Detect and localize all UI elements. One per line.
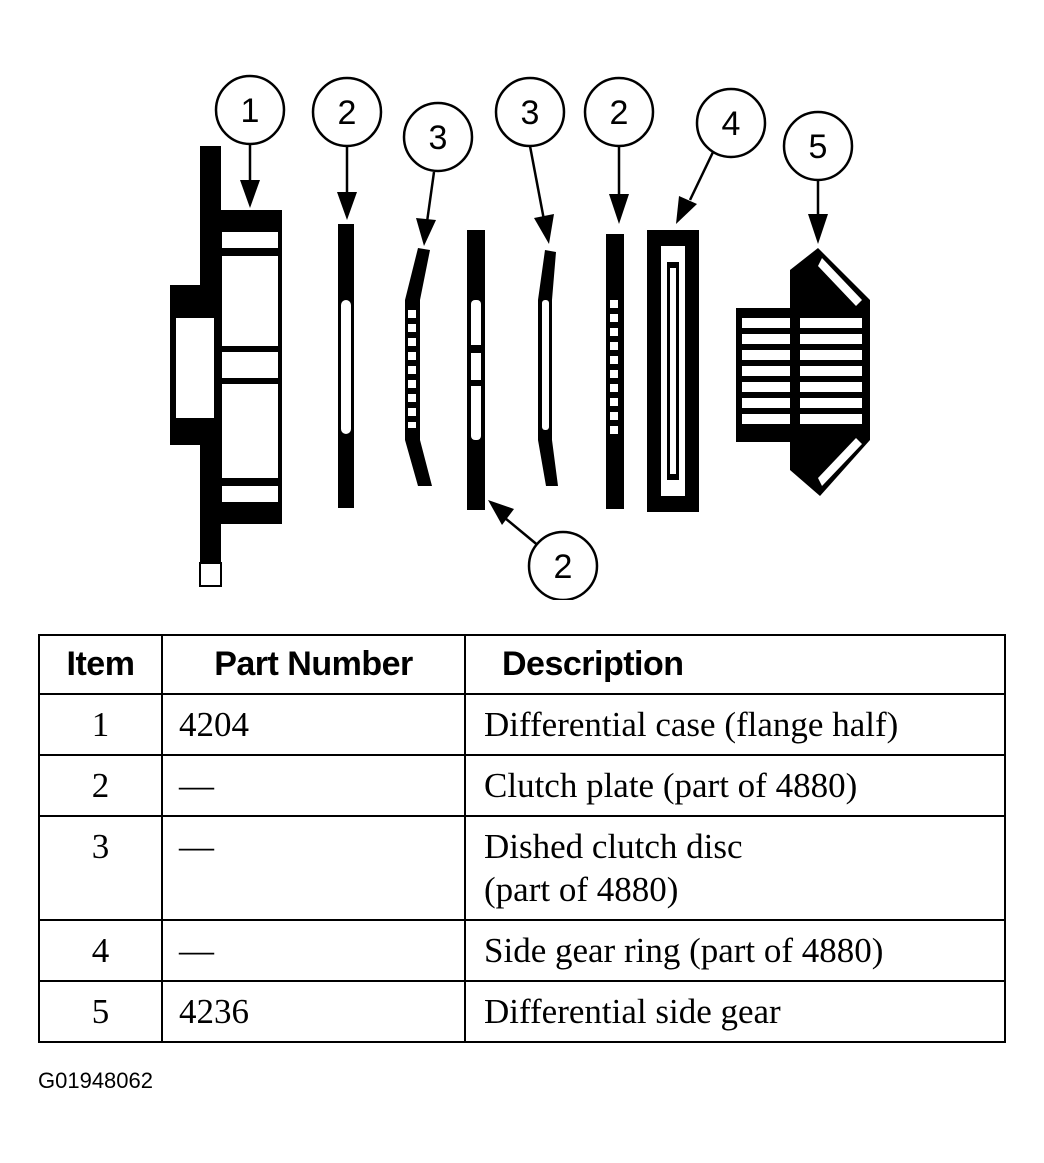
callout-label: 5	[809, 128, 828, 166]
callout-label: 2	[554, 548, 573, 586]
cell-description: Side gear ring (part of 4880)	[464, 919, 1006, 982]
callout-2-right: 2	[583, 76, 655, 148]
cell-part-number: 4204	[161, 693, 466, 756]
part-dished-disc-right	[538, 250, 558, 486]
cell-item: 1	[38, 693, 163, 756]
description-line: Side gear ring (part of 4880)	[484, 931, 884, 970]
exploded-view-diagram: 1 2 3 3 2 4 5 2	[170, 74, 870, 600]
callout-label: 3	[521, 94, 540, 132]
header-description: Description	[464, 634, 1006, 695]
cell-description: Dished clutch disc (part of 4880)	[464, 815, 1006, 921]
part-side-gear	[736, 248, 870, 496]
cell-part-number: 4236	[161, 980, 466, 1043]
callout-3-left: 3	[402, 101, 474, 173]
header-description-label: Description	[502, 645, 684, 683]
callout-label: 4	[722, 105, 741, 143]
cell-item: 2	[38, 754, 163, 817]
cell-description: Differential side gear	[464, 980, 1006, 1043]
leader-lines	[240, 144, 828, 548]
figure-id: G01948062	[38, 1068, 153, 1093]
table-row: 3 — Dished clutch disc (part of 4880)	[38, 815, 1006, 921]
callout-5: 5	[782, 110, 854, 182]
part-differential-case	[170, 146, 282, 587]
cell-item: 5	[38, 980, 163, 1043]
callout-label: 1	[241, 92, 260, 130]
header-item: Item	[38, 634, 163, 695]
header-part-number: Part Number	[161, 634, 466, 695]
description-line: Dished clutch disc	[484, 827, 743, 866]
table-row: 4 — Side gear ring (part of 4880)	[38, 919, 1006, 982]
description-line: Clutch plate (part of 4880)	[484, 766, 858, 805]
part-side-gear-ring	[647, 230, 699, 512]
part-dished-disc-left	[405, 248, 432, 486]
part-clutch-plate-right	[606, 234, 624, 509]
table-header-row: Item Part Number Description	[38, 634, 1006, 695]
cell-part-number: —	[161, 919, 466, 982]
description-line: Differential side gear	[484, 992, 781, 1031]
callout-label: 2	[338, 94, 357, 132]
cell-part-number: —	[161, 815, 466, 921]
description-line: Differential case (flange half)	[484, 705, 899, 744]
cell-item: 4	[38, 919, 163, 982]
cell-description: Differential case (flange half)	[464, 693, 1006, 756]
part-clutch-plate-center	[467, 230, 485, 510]
table-row: 5 4236 Differential side gear	[38, 980, 1006, 1043]
callout-4: 4	[695, 87, 767, 159]
callout-3-right: 3	[494, 76, 566, 148]
callout-label: 3	[429, 119, 448, 157]
cell-part-number: —	[161, 754, 466, 817]
parts-table: Item Part Number Description 1 4204 Diff…	[38, 634, 1006, 1043]
cell-description: Clutch plate (part of 4880)	[464, 754, 1006, 817]
table-row: 1 4204 Differential case (flange half)	[38, 693, 1006, 756]
table-row: 2 — Clutch plate (part of 4880)	[38, 754, 1006, 817]
cell-item: 3	[38, 815, 163, 921]
callout-2-bottom: 2	[527, 530, 599, 600]
description-line: (part of 4880)	[484, 870, 679, 909]
part-clutch-plate-left	[338, 224, 354, 508]
callout-1: 1	[214, 74, 286, 146]
callout-label: 2	[610, 94, 629, 132]
callout-2-left: 2	[311, 76, 383, 148]
